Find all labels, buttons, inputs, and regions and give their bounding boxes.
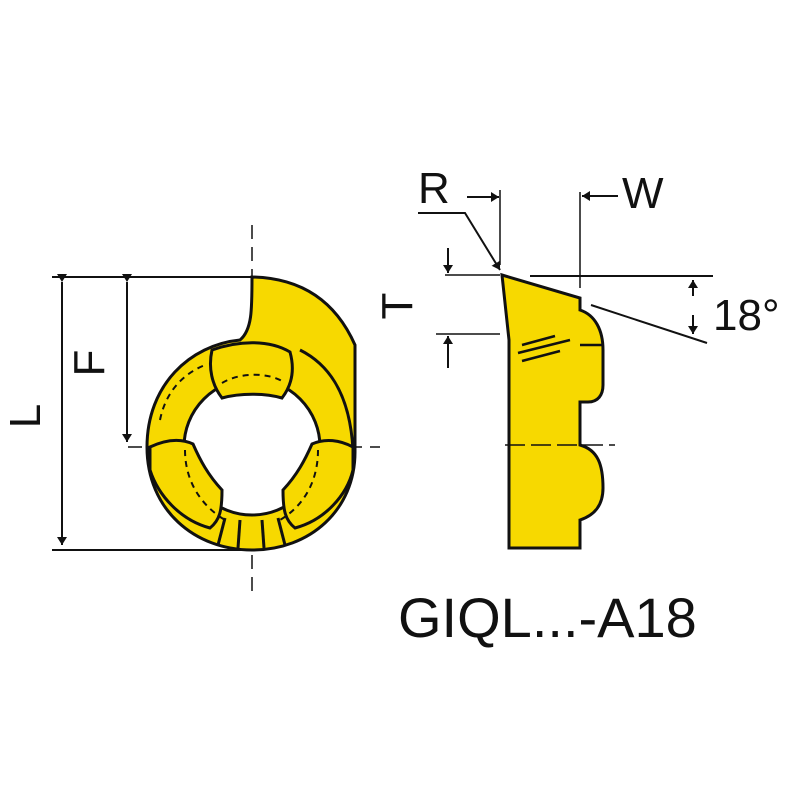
model-caption: GIQL...-A18 (398, 586, 697, 649)
dimension-label-R: R (418, 164, 450, 213)
dimension-label-F: F (65, 350, 114, 377)
dimension-label-angle: 18° (713, 291, 780, 340)
dimension-label-T: T (373, 293, 422, 320)
dimension-label-W: W (622, 169, 664, 218)
front-view: L F (1, 225, 380, 595)
dimension-label-L: L (1, 404, 50, 428)
side-view: R W T 18° (373, 164, 780, 550)
